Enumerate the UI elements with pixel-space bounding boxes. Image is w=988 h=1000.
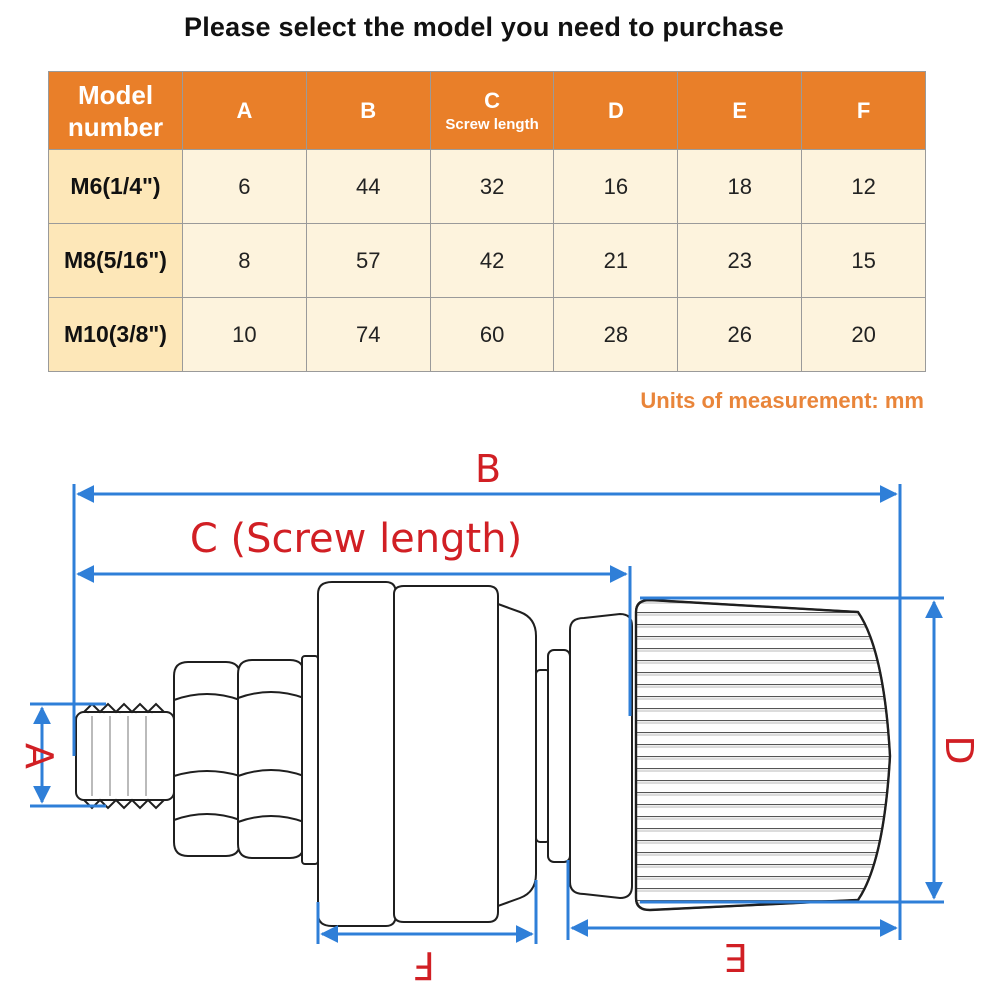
ring bbox=[547, 649, 571, 863]
body-taper bbox=[497, 602, 537, 908]
flange bbox=[317, 581, 397, 927]
table-header-row: Model number A B C Screw length D E F bbox=[48, 71, 926, 150]
body bbox=[393, 585, 499, 923]
table-cell: 16 bbox=[553, 149, 679, 224]
dimension-e-label: E bbox=[724, 935, 748, 979]
table-cell: 21 bbox=[553, 223, 679, 298]
row-model-cell: M10(3/8") bbox=[48, 297, 183, 372]
table-cell: 57 bbox=[305, 223, 431, 298]
table-row: M6(1/4") 6 44 32 16 18 12 bbox=[48, 149, 926, 224]
knurled-cap bbox=[635, 598, 892, 912]
header-model-number: Model number bbox=[48, 71, 183, 150]
header-d-label: D bbox=[607, 97, 624, 123]
header-c-sub: Screw length bbox=[445, 116, 539, 133]
model-spec-table: Model number A B C Screw length D E F M6(… bbox=[48, 71, 926, 372]
header-a: A bbox=[182, 71, 307, 150]
row-model-cell: M6(1/4") bbox=[48, 149, 183, 224]
row-model-cell: M8(5/16") bbox=[48, 223, 183, 298]
table-cell: 18 bbox=[677, 149, 803, 224]
dimension-d-label: D bbox=[937, 735, 981, 764]
cap-base bbox=[569, 612, 633, 900]
header-d: D bbox=[553, 71, 679, 150]
hex-nut bbox=[237, 659, 305, 859]
washer bbox=[301, 655, 319, 865]
header-b-label: B bbox=[360, 97, 377, 123]
part-drawing bbox=[75, 581, 892, 927]
header-f-label: F bbox=[856, 97, 871, 123]
table-row: M8(5/16") 8 57 42 21 23 15 bbox=[48, 223, 926, 298]
units-note: Units of measurement: mm bbox=[640, 388, 924, 413]
header-a-label: A bbox=[236, 97, 253, 123]
dimension-a-label: A bbox=[17, 743, 61, 769]
table-cell: 20 bbox=[801, 297, 926, 372]
header-f: F bbox=[801, 71, 926, 150]
dimension-lines bbox=[30, 484, 944, 944]
table-cell: 42 bbox=[429, 223, 555, 298]
header-b: B bbox=[305, 71, 431, 150]
table-cell: 15 bbox=[801, 223, 926, 298]
table-cell: 8 bbox=[182, 223, 307, 298]
header-e: E bbox=[677, 71, 803, 150]
hex-nut bbox=[173, 661, 241, 857]
table-cell: 74 bbox=[305, 297, 431, 372]
header-e-label: E bbox=[732, 97, 748, 123]
dimension-c-label: C (Screw length) bbox=[190, 516, 522, 562]
table-cell: 10 bbox=[182, 297, 307, 372]
dimension-f-label: F bbox=[413, 943, 435, 987]
page-title: Please select the model you need to purc… bbox=[183, 12, 784, 42]
table-cell: 32 bbox=[429, 149, 555, 224]
screw-thread bbox=[75, 702, 175, 810]
table-row: M10(3/8") 10 74 60 28 26 20 bbox=[48, 297, 926, 372]
table-cell: 23 bbox=[677, 223, 803, 298]
table-cell: 12 bbox=[801, 149, 926, 224]
header-c-label: C bbox=[484, 88, 501, 113]
table-cell: 6 bbox=[182, 149, 307, 224]
dimension-b-label: B bbox=[475, 447, 501, 491]
table-cell: 28 bbox=[553, 297, 679, 372]
table-cell: 60 bbox=[429, 297, 555, 372]
table-cell: 26 bbox=[677, 297, 803, 372]
